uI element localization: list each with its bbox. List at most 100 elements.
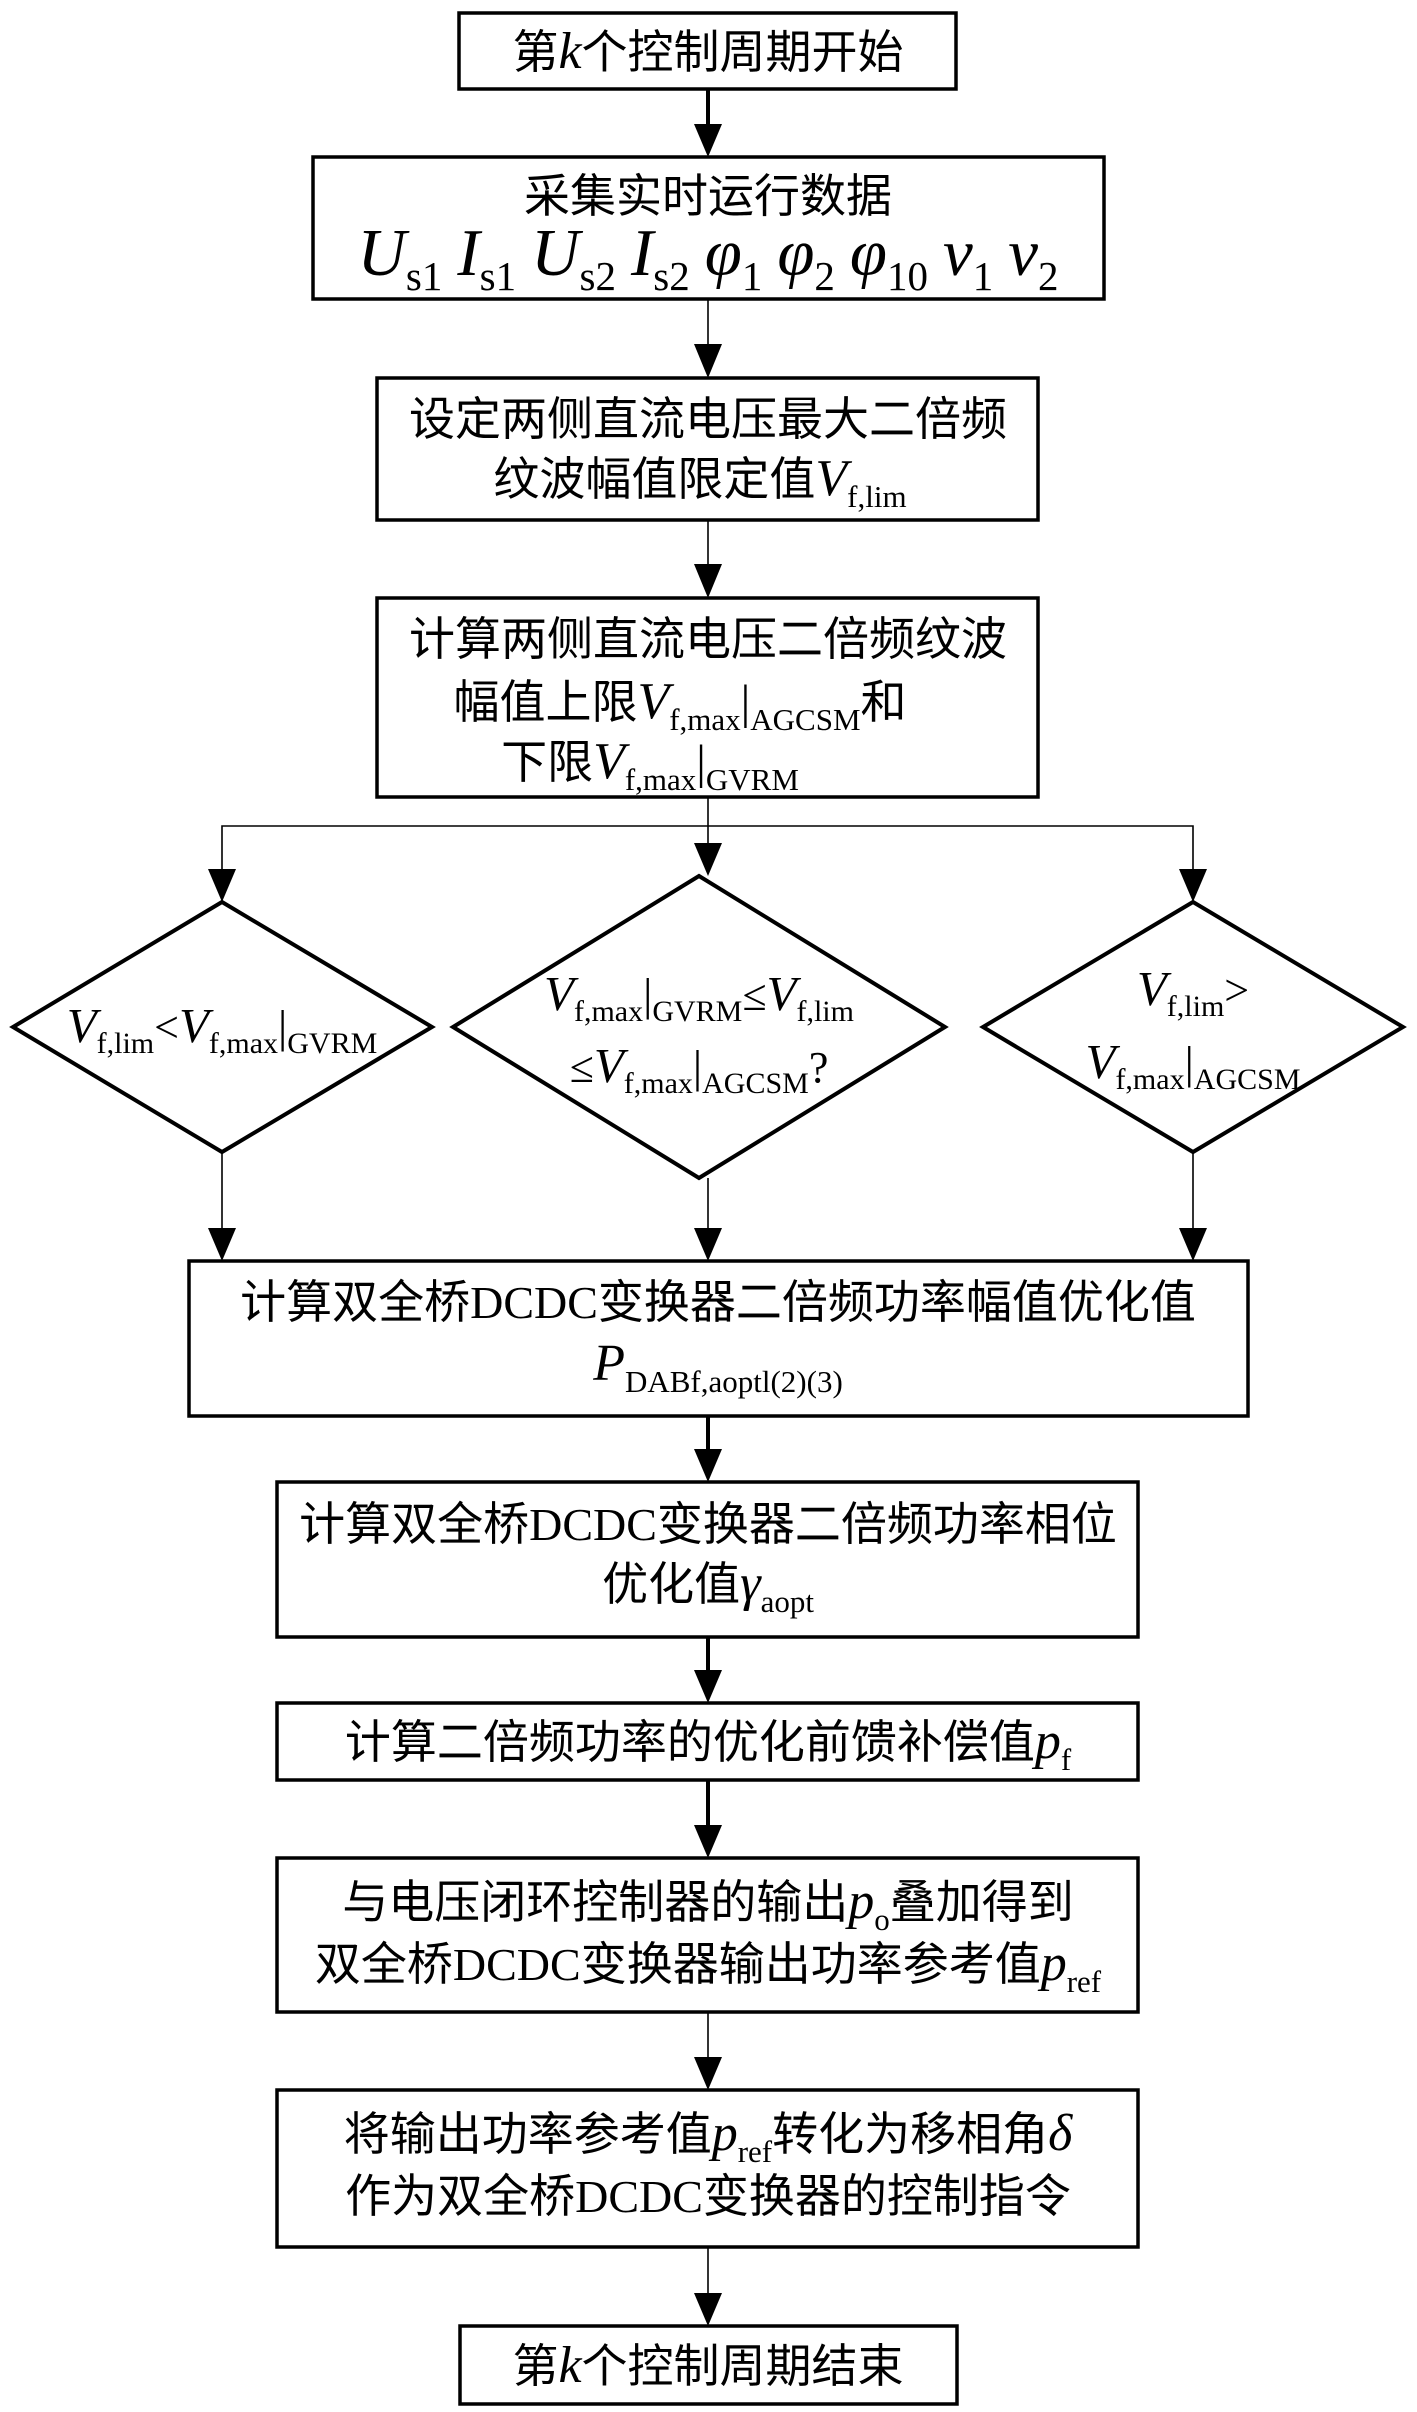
node-compute-feedforward[interactable] (275, 1701, 1140, 1782)
arrowhead-icon (694, 2057, 722, 2090)
math-symbol: δ (1048, 2105, 1073, 2162)
node-compute-phase[interactable] (275, 1480, 1140, 1639)
label-decision-high-line1: Vf,lim> (1137, 961, 1249, 1023)
node-end[interactable] (458, 2324, 959, 2406)
subscript-text: 10 (887, 253, 928, 299)
label-text: | (741, 676, 751, 729)
node-compute-amplitude[interactable] (187, 1259, 1250, 1418)
subscript-text: f,lim (1167, 990, 1225, 1023)
label-superpose-line2: 双全桥DCDC变换器输出功率参考值pref (315, 1935, 1102, 1999)
label-text: | (1185, 1037, 1194, 1088)
math-symbol: k (558, 23, 582, 80)
label-text: ≤ (742, 971, 766, 1020)
label-text: 计算二倍频功率的优化前馈补偿值 (345, 1717, 1035, 1768)
label-text: 第 (512, 2341, 558, 2392)
math-symbol: V (544, 966, 579, 1021)
subscript-text: 2 (814, 253, 835, 299)
math-symbol: I (630, 216, 656, 290)
math-symbol: I (456, 216, 482, 290)
node-start[interactable] (457, 11, 958, 91)
label-decision-low: Vf,lim<Vf,max|GVRM (67, 998, 378, 1060)
math-symbol: P (592, 1335, 625, 1392)
label-text (690, 222, 705, 288)
node-decision-low[interactable] (9, 899, 436, 1155)
subscript-text: o (874, 1902, 890, 1937)
math-symbol: φ (705, 216, 742, 290)
label-text (442, 222, 457, 288)
label-text: 双全桥DCDC变换器输出功率参考值 (315, 1939, 1041, 1990)
arrowhead-icon (208, 1228, 236, 1261)
node-compute-bounds[interactable] (375, 596, 1040, 799)
math-symbol: V (815, 450, 852, 507)
arrowhead-icon (694, 2293, 722, 2326)
label-text (993, 222, 1008, 288)
subscript-text: GVRM (652, 995, 742, 1028)
label-text: 幅值上限 (453, 677, 637, 728)
label-compute-bounds-line3: 下限Vf,max|GVRM (501, 733, 799, 797)
math-symbol: v (943, 216, 973, 290)
subscript-text: f,max (209, 1027, 278, 1060)
label-set-limit-line2: 纹波幅值限定值Vf,lim (493, 450, 906, 514)
node-decision-high[interactable] (979, 899, 1407, 1155)
label-text: 与电压闭环控制器的输出 (342, 1877, 848, 1928)
label-text: 计算两侧直流电压二倍频纹波 (409, 614, 1007, 665)
label-text: 第 (512, 27, 558, 78)
node-superpose[interactable] (275, 1856, 1140, 2014)
subscript-text: s1 (480, 253, 516, 299)
arrowhead-icon (694, 1670, 722, 1703)
subscript-text: f,max (669, 702, 741, 737)
subscript-text: f,lim (847, 479, 906, 514)
subscript-text: 1 (973, 253, 994, 299)
subscript-text: f,max (625, 762, 697, 797)
node-decision-mid[interactable] (449, 873, 949, 1181)
subscript-text: f,max (624, 1067, 693, 1100)
subscript-text: f,lim (97, 1027, 155, 1060)
node-collect-data[interactable] (311, 155, 1106, 301)
subscript-text: aopt (761, 1584, 815, 1619)
math-symbol: V (179, 998, 214, 1053)
label-convert-phase-shift-line2: 作为双全桥DCDC变换器的控制指令 (345, 2171, 1071, 2222)
label-text (516, 222, 531, 288)
edge-branch-bus (221, 825, 1194, 902)
node-convert-phase-shift[interactable] (275, 2088, 1140, 2249)
subscript-text: ref (1067, 1964, 1102, 1999)
math-symbol: φ (777, 216, 814, 290)
math-symbol: V (594, 1038, 629, 1093)
label-text: 计算双全桥DCDC变换器二倍频功率幅值优化值 (240, 1277, 1196, 1328)
label-text: | (278, 1001, 287, 1052)
node-set-limit[interactable] (375, 376, 1040, 522)
arrowhead-icon (694, 564, 722, 598)
label-superpose-line1: 与电压闭环控制器的输出po叠加得到 (342, 1873, 1074, 1937)
label-end: 第k个控制周期结束 (512, 2337, 903, 2394)
label-compute-feedforward: 计算二倍频功率的优化前馈补偿值pf (345, 1713, 1072, 1777)
arrowhead-icon (694, 344, 722, 378)
label-decision-mid-line1: Vf,max|GVRM≤Vf,lim (544, 966, 854, 1028)
subscript-text: AGCSM (1194, 1063, 1301, 1096)
label-text: 将输出功率参考值 (344, 2109, 712, 2160)
math-symbol: V (67, 998, 102, 1053)
math-symbol: φ (850, 216, 887, 290)
label-text: 个控制周期开始 (582, 27, 904, 78)
label-compute-bounds-line2: 幅值上限Vf,max|AGCSM和 (453, 673, 906, 737)
label-compute-amplitude-line2: PDABf,aoptl(2)(3) (592, 1335, 843, 1399)
arrowhead-icon (694, 1449, 722, 1482)
label-start: 第k个控制周期开始 (512, 23, 903, 80)
subscript-text: AGCSM (702, 1067, 809, 1100)
label-text (616, 222, 631, 288)
label-text (762, 222, 777, 288)
label-compute-bounds-line1: 计算两侧直流电压二倍频纹波 (409, 614, 1007, 665)
arrowhead-icon (694, 1825, 722, 1858)
math-symbol: v (1008, 216, 1038, 290)
subscript-text: 2 (1038, 253, 1059, 299)
arrowhead-icon (1179, 869, 1207, 902)
label-collect-data-line2: Us1 Is1 Us2 Is2 φ1 φ2 φ10 v1 v2 (357, 216, 1058, 299)
subscript-text: 1 (742, 253, 763, 299)
connectors (208, 89, 1207, 2326)
label-text: 下限 (501, 737, 593, 788)
math-symbol: V (1137, 961, 1172, 1016)
label-compute-phase-line1: 计算双全桥DCDC变换器二倍频功率相位 (299, 1499, 1117, 1550)
math-symbol: p (708, 2105, 738, 2162)
arrowhead-icon (208, 869, 236, 902)
math-symbol: p (844, 1873, 874, 1930)
